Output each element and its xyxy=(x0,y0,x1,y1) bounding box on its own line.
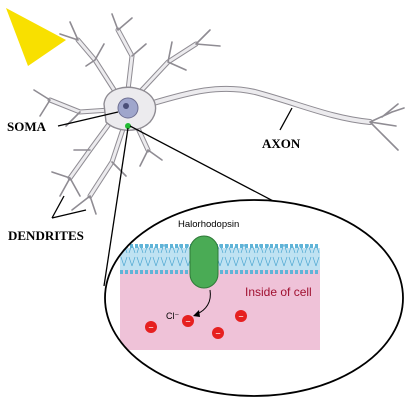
zoom-line-right xyxy=(129,125,299,215)
svg-text:−: − xyxy=(148,323,153,333)
nucleolus xyxy=(123,103,129,109)
dendrite-branches xyxy=(33,13,221,215)
ion: − xyxy=(212,327,224,339)
soma-label: SOMA xyxy=(7,119,47,134)
halorhodopsin-protein xyxy=(189,235,219,289)
svg-text:−: − xyxy=(215,329,220,339)
inside-of-cell-label: Inside of cell xyxy=(245,285,312,299)
neuron xyxy=(33,13,405,215)
svg-text:−: − xyxy=(185,317,190,327)
axon-pointer xyxy=(279,107,293,131)
dendrites-bracket xyxy=(51,195,87,219)
ion: − xyxy=(182,315,194,327)
zoom-line-left xyxy=(103,127,129,287)
ion: − xyxy=(145,321,157,333)
chloride-ions: − − − − xyxy=(145,310,247,339)
axon xyxy=(147,85,405,151)
dendrites-label: DENDRITES xyxy=(8,228,84,243)
chloride-label: Cl⁻ xyxy=(166,311,179,321)
callout-lines xyxy=(51,107,299,287)
ion: − xyxy=(235,310,247,322)
halorhodopsin-label: Halorhodopsin xyxy=(178,219,239,230)
svg-text:−: − xyxy=(238,312,243,322)
soma-marker xyxy=(125,123,131,129)
membrane-lipids xyxy=(120,244,320,274)
soma-pointer xyxy=(57,111,119,127)
zoom-inset: − − − − Halorhodopsin Inside of cell Cl⁻ xyxy=(104,199,404,397)
chloride-arrow-head xyxy=(193,310,200,317)
light-source-triangle xyxy=(6,8,66,66)
axon-label: AXON xyxy=(262,136,301,151)
